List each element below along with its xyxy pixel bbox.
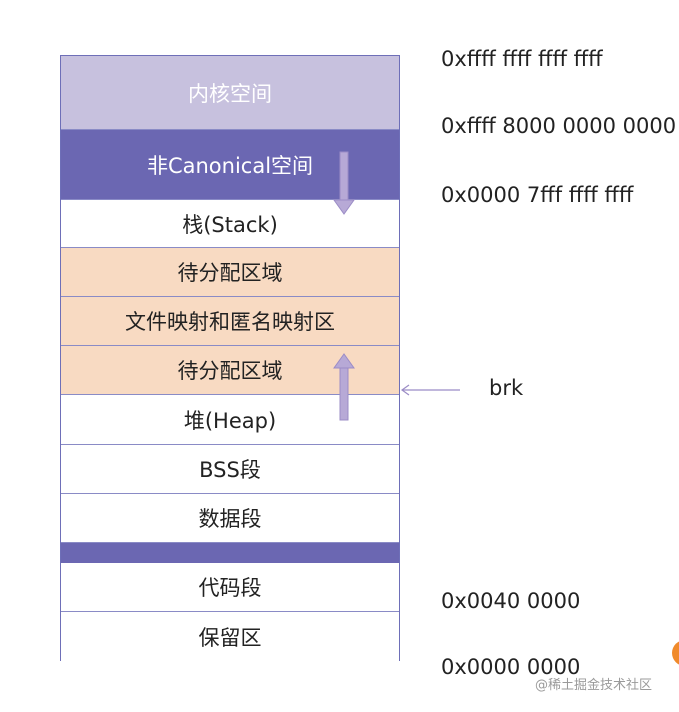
reserved-segment: 保留区 <box>61 612 399 661</box>
brk-pointer-arrow <box>400 384 460 396</box>
brk-label: brk <box>489 376 524 400</box>
bss-segment: BSS段 <box>61 445 399 494</box>
stack-growth-down-arrow <box>333 151 355 215</box>
address-code-start: 0x0040 0000 <box>441 589 581 613</box>
unallocated-top-segment: 待分配区域 <box>61 248 399 297</box>
address-top: 0xffff ffff ffff ffff <box>441 47 603 71</box>
address-zero: 0x0000 0000 <box>441 655 581 679</box>
separator-band <box>61 543 399 563</box>
heap-growth-up-arrow <box>333 353 355 421</box>
kernel-space-segment: 内核空间 <box>61 56 399 130</box>
code-segment: 代码段 <box>61 563 399 612</box>
corner-badge-icon <box>672 640 679 666</box>
address-user-top: 0x0000 7fff ffff ffff <box>441 183 634 207</box>
data-segment: 数据段 <box>61 494 399 543</box>
watermark: @稀土掘金技术社区 <box>535 678 653 693</box>
mmap-segment: 文件映射和匿名映射区 <box>61 297 399 346</box>
address-noncanonical-start: 0xffff 8000 0000 0000 <box>441 114 677 138</box>
